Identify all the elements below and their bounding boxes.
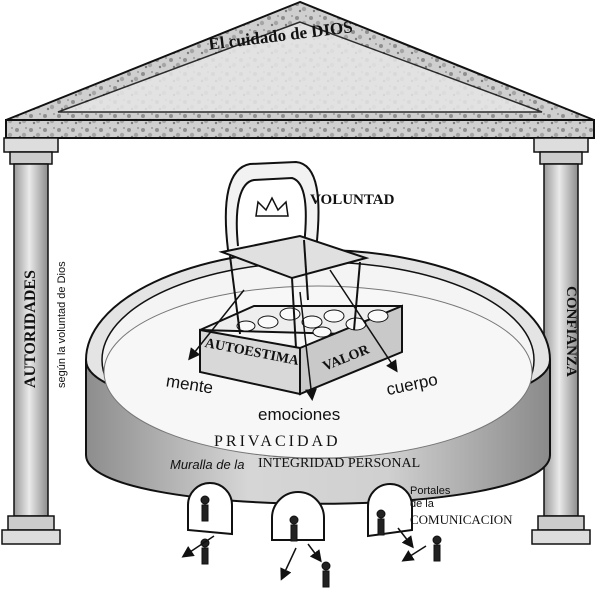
chair-icon (218, 160, 370, 349)
wall-front-text-a: Muralla de la (170, 457, 245, 472)
portals-line3: COMUNICACION (410, 512, 513, 527)
portals-line1: Portales (410, 485, 451, 497)
left-pillar-label: AUTORIDADES (22, 270, 39, 388)
stones (236, 307, 389, 338)
crown-icon (255, 196, 289, 217)
wall-top-text: PRIVACIDAD (214, 433, 341, 450)
throne-label: VOLUNTAD (310, 192, 395, 208)
left-pillar (1, 137, 61, 545)
wall-front-text-b: INTEGRIDAD PERSONAL (258, 456, 421, 471)
left-pillar-sublabel: según la voluntad de Dios (56, 261, 68, 388)
portals-line2: de la (410, 498, 434, 510)
person-icon (200, 495, 442, 588)
portal-left (187, 482, 233, 536)
right-pillar-label: CONFIANZA (563, 286, 579, 377)
arrows (188, 269, 398, 401)
portal-right (367, 483, 413, 538)
arrow-icon (181, 527, 427, 581)
self-esteem-box (199, 304, 403, 396)
label-emociones: emociones (258, 405, 341, 424)
portal-center (271, 491, 325, 541)
pediment (5, 0, 595, 139)
